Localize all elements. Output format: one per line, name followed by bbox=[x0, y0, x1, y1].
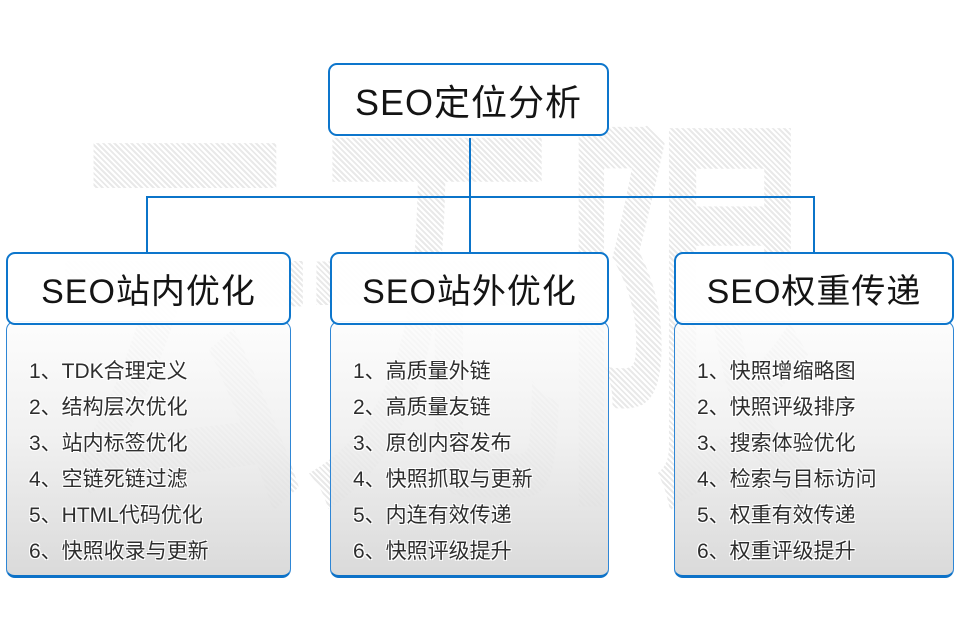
list-item: 4、快照抓取与更新 bbox=[353, 468, 533, 491]
list-item: 5、HTML代码优化 bbox=[29, 504, 203, 527]
item-list-onsite: 1、TDK合理定义 2、结构层次优化 3、站内标签优化 4、空链死链过滤 5、H… bbox=[7, 322, 290, 570]
item-list-offsite: 1、高质量外链 2、高质量友链 3、原创内容发布 4、快照抓取与更新 5、内连有… bbox=[331, 322, 608, 570]
panel-onsite-optimization: 1、TDK合理定义 2、结构层次优化 3、站内标签优化 4、空链死链过滤 5、H… bbox=[6, 321, 291, 578]
panel-weight-transfer: 1、快照增缩略图 2、快照评级排序 3、搜索体验优化 4、检索与目标访问 5、权… bbox=[674, 321, 954, 578]
connector-drop-right bbox=[813, 197, 815, 253]
list-item: 4、检索与目标访问 bbox=[697, 468, 877, 491]
item-list-weight: 1、快照增缩略图 2、快照评级排序 3、搜索体验优化 4、检索与目标访问 5、权… bbox=[675, 322, 953, 570]
list-item: 1、TDK合理定义 bbox=[29, 360, 188, 383]
list-item: 2、高质量友链 bbox=[353, 396, 491, 419]
connector-drop-left bbox=[146, 197, 148, 253]
list-item: 2、快照评级排序 bbox=[697, 396, 856, 419]
panel-offsite-optimization: 1、高质量外链 2、高质量友链 3、原创内容发布 4、快照抓取与更新 5、内连有… bbox=[330, 321, 609, 578]
list-item: 3、站内标签优化 bbox=[29, 432, 188, 455]
header-box-weight: SEO权重传递 bbox=[674, 252, 954, 325]
header-box-offsite: SEO站外优化 bbox=[330, 252, 609, 325]
list-item: 2、结构层次优化 bbox=[29, 396, 188, 419]
list-item: 6、快照收录与更新 bbox=[29, 540, 209, 563]
list-item: 3、搜索体验优化 bbox=[697, 432, 856, 455]
connector-horizontal-rail bbox=[146, 196, 815, 198]
list-item: 6、权重评级提升 bbox=[697, 540, 856, 563]
header-box-onsite: SEO站内优化 bbox=[6, 252, 291, 325]
root-node-title: SEO定位分析 bbox=[354, 81, 583, 123]
header-title-weight: SEO权重传递 bbox=[706, 273, 922, 311]
list-item: 6、快照评级提升 bbox=[353, 540, 512, 563]
root-node-box: SEO定位分析 bbox=[328, 63, 609, 136]
list-item: 4、空链死链过滤 bbox=[29, 468, 188, 491]
list-item: 5、内连有效传递 bbox=[353, 504, 512, 527]
connector-drop-middle bbox=[469, 197, 471, 253]
list-item: 3、原创内容发布 bbox=[353, 432, 512, 455]
header-title-onsite: SEO站内优化 bbox=[41, 273, 256, 311]
list-item: 5、权重有效传递 bbox=[697, 504, 856, 527]
list-item: 1、快照增缩略图 bbox=[697, 360, 856, 383]
connector-trunk-vertical bbox=[469, 138, 471, 198]
header-title-offsite: SEO站外优化 bbox=[362, 273, 577, 311]
list-item: 1、高质量外链 bbox=[353, 360, 491, 383]
